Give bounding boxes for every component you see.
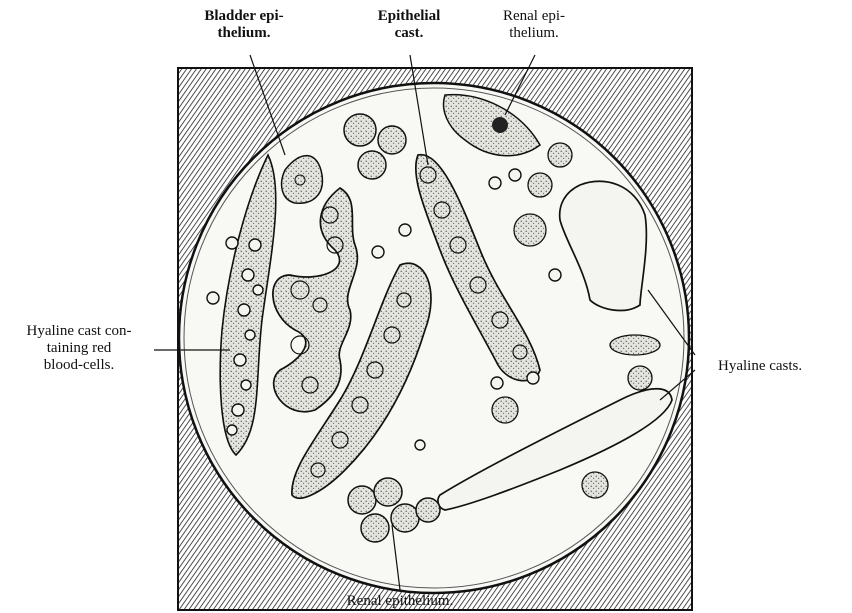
label-bladder-epithelium: Bladder epi- thelium. xyxy=(178,8,310,42)
label-line: thelium. xyxy=(474,25,594,42)
label-line: Hyaline cast con- xyxy=(4,323,154,340)
label-renal-epithelium-top: Renal epi- thelium. xyxy=(474,8,594,42)
label-line: blood-cells. xyxy=(4,357,154,374)
renal-epithelium-nucleus xyxy=(492,117,508,133)
label-line: Epithelial xyxy=(356,8,462,25)
label-line: cast. xyxy=(356,25,462,42)
label-renal-epithelium-bottom: Renal epithelium. xyxy=(300,593,500,610)
label-hyaline-casts: Hyaline casts. xyxy=(718,358,848,375)
label-line: Bladder epi- xyxy=(178,8,310,25)
label-line: taining red xyxy=(4,340,154,357)
label-epithelial-cast: Epithelial cast. xyxy=(356,8,462,42)
label-line: Renal epi- xyxy=(474,8,594,25)
label-line: thelium. xyxy=(178,25,310,42)
label-hyaline-cast-red-cells: Hyaline cast con- taining red blood-cell… xyxy=(4,323,154,374)
